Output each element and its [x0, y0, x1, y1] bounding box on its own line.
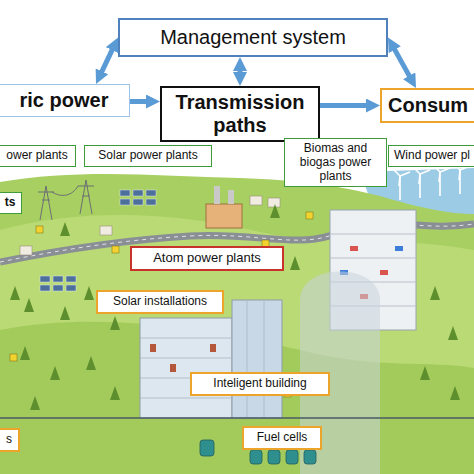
- label-box: Atom power plants: [130, 246, 284, 271]
- label-box: Inteligent building: [190, 372, 330, 396]
- node-label: Biomas and biogas power plants: [289, 142, 382, 183]
- node-label: Solar power plants: [90, 149, 206, 163]
- node-label: Wind power pl: [394, 149, 470, 163]
- node-label: Consum: [388, 94, 468, 117]
- node-label: ts: [4, 196, 16, 210]
- flow-arrow: [391, 44, 412, 82]
- label-box: Wind power pl: [388, 145, 474, 167]
- label-box: Consum: [380, 88, 474, 123]
- label-box: s: [0, 428, 20, 452]
- node-label: Atom power plants: [138, 251, 276, 266]
- node-label: Solar installations: [104, 295, 216, 309]
- node-label: Management system: [128, 26, 378, 49]
- node-label: ric power: [7, 89, 121, 112]
- node-label: Inteligent building: [198, 377, 322, 391]
- label-box: Management system: [118, 18, 388, 57]
- label-box: ower plants: [0, 145, 76, 167]
- node-label: ower plants: [4, 149, 70, 163]
- label-box: Solar installations: [96, 290, 224, 314]
- label-box: ts: [0, 192, 22, 214]
- label-box: ric power: [0, 84, 130, 117]
- node-label: Fuel cells: [250, 431, 314, 445]
- flow-arrow: [320, 103, 373, 108]
- flow-arrow: [130, 99, 153, 104]
- label-box: Biomas and biogas power plants: [284, 138, 387, 187]
- label-box: Transmission paths: [160, 86, 320, 142]
- flow-arrow: [99, 44, 115, 78]
- node-label: s: [5, 433, 13, 447]
- label-box: Solar power plants: [84, 145, 212, 167]
- label-box: Fuel cells: [242, 426, 322, 450]
- node-label: Transmission paths: [168, 91, 312, 137]
- flow-arrow: [238, 64, 243, 79]
